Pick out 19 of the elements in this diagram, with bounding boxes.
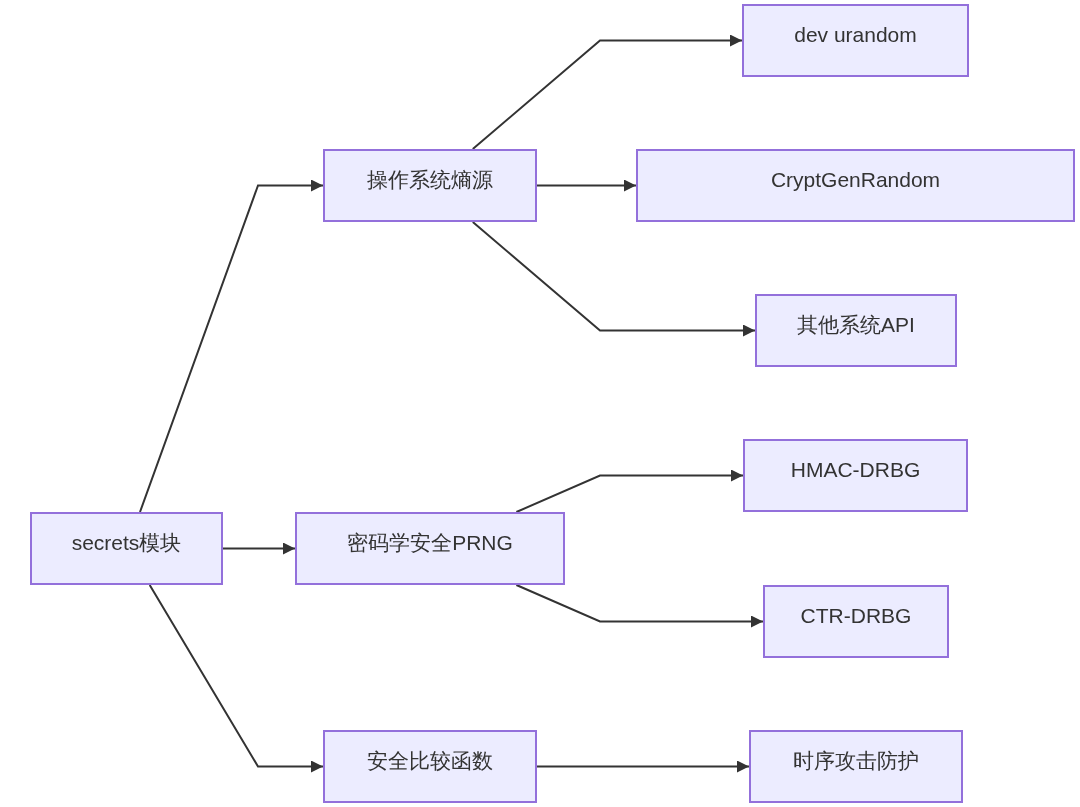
arrow	[536, 179, 637, 192]
process-box: HMAC-DRBG	[743, 439, 968, 512]
process-box: 时序攻击防护	[749, 730, 963, 803]
arrow	[222, 542, 296, 555]
process-box: 密码学安全PRNG	[295, 512, 565, 585]
process-box: CTR-DRBG	[763, 585, 949, 658]
arrow	[148, 584, 324, 773]
arrow	[139, 179, 324, 513]
process-box: CryptGenRandom	[636, 149, 1075, 222]
process-box: 其他系统API	[755, 294, 957, 367]
arrow	[536, 760, 750, 773]
process-box: 安全比较函数	[323, 730, 537, 803]
arrow	[471, 34, 743, 150]
arrow	[515, 584, 764, 628]
process-box: 操作系统熵源	[323, 149, 537, 222]
process-box: secrets模块	[30, 512, 223, 585]
process-box: dev urandom	[742, 4, 969, 77]
arrow	[471, 221, 756, 337]
arrow	[515, 469, 744, 513]
